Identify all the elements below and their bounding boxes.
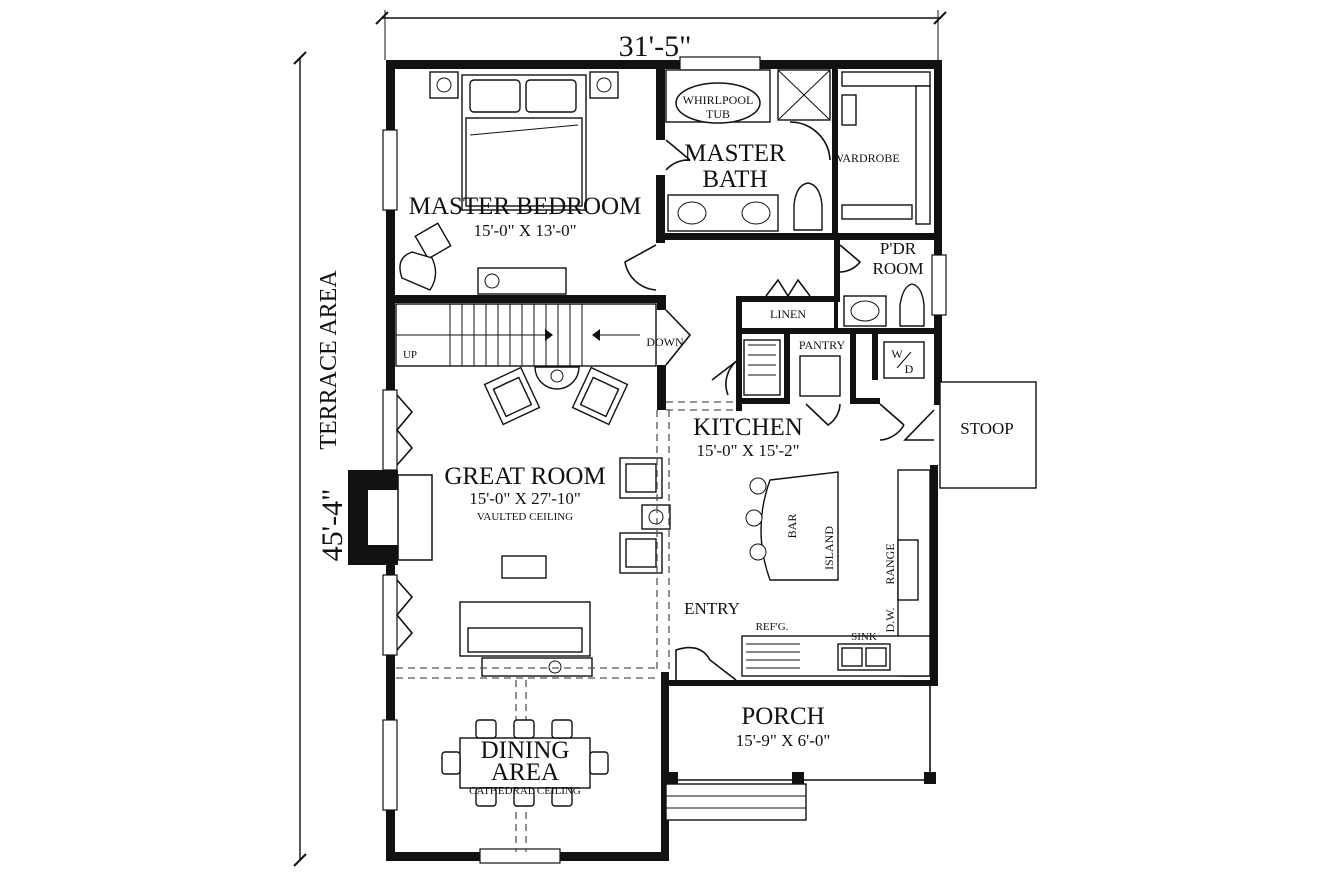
dw-label: D.W. bbox=[883, 608, 897, 633]
refg-label: REF'G. bbox=[756, 621, 789, 633]
pantry-label: PANTRY bbox=[799, 338, 846, 352]
depth-dimension: 45'-4" bbox=[293, 51, 349, 867]
wardrobe-label: WARDROBE bbox=[832, 151, 899, 165]
stair-up-label: UP bbox=[403, 349, 417, 361]
whirlpool-label-1: WHIRLPOOL bbox=[683, 93, 754, 107]
powder-window bbox=[931, 254, 947, 316]
bedroom-door bbox=[624, 244, 657, 291]
powder-room: P'DR ROOM bbox=[839, 239, 925, 327]
great-room: GREAT ROOM 15'-0" X 27'-10" VAULTED CEIL… bbox=[444, 366, 671, 677]
stoop-label: STOOP bbox=[960, 419, 1014, 438]
kitchen-name: KITCHEN bbox=[693, 414, 803, 441]
width-dimension: 31'-5" bbox=[375, 10, 947, 63]
master-bath-name-1: MASTER bbox=[684, 140, 786, 167]
entry-label: ENTRY bbox=[684, 599, 740, 618]
sink-label: SINK bbox=[851, 631, 877, 643]
utility-block: LINEN PANTRY W D bbox=[711, 278, 935, 441]
dining-label-2: AREA bbox=[491, 759, 559, 786]
master-bedroom-name: MASTER BEDROOM bbox=[409, 193, 642, 220]
stoop: STOOP bbox=[939, 381, 1037, 489]
master-bedroom: MASTER BEDROOM 15'-0" X 13'-0" bbox=[399, 71, 642, 295]
wardrobe: WARDROBE bbox=[832, 71, 931, 225]
depth-dimension-label: 45'-4" bbox=[316, 489, 349, 562]
whirlpool-label-2: TUB bbox=[706, 107, 730, 121]
staircase: UP DOWN bbox=[395, 303, 692, 367]
dryer-label: D bbox=[905, 362, 914, 376]
bar-label: BAR bbox=[785, 514, 799, 539]
washer-label: W bbox=[891, 347, 903, 361]
master-bath: WHIRLPOOL TUB MASTER BATH bbox=[665, 69, 831, 232]
terrace-area-label: TERRACE AREA bbox=[316, 270, 342, 450]
porch-size: 15'-9" X 6'-0" bbox=[736, 731, 831, 750]
entry: ENTRY bbox=[675, 599, 740, 681]
kitchen: BAR ISLAND RANGE D.W. REF'G. SINK KITCHE… bbox=[693, 414, 931, 677]
master-bedroom-size: 15'-0" X 13'-0" bbox=[473, 221, 576, 240]
range-label: RANGE bbox=[883, 543, 897, 584]
interior-walls bbox=[386, 60, 942, 411]
great-room-name: GREAT ROOM bbox=[444, 463, 605, 490]
porch-name: PORCH bbox=[741, 703, 824, 730]
dining-area: DINING AREA CATHEDRAL CEILING bbox=[441, 719, 609, 807]
powder-label-2: ROOM bbox=[872, 259, 923, 278]
linen-label: LINEN bbox=[770, 307, 806, 321]
island-label: ISLAND bbox=[822, 526, 836, 570]
powder-label-1: P'DR bbox=[880, 239, 917, 258]
dining-window bbox=[479, 848, 561, 864]
master-bath-name-2: BATH bbox=[702, 166, 767, 193]
dining-label-1: DINING bbox=[481, 737, 570, 764]
fireplace bbox=[348, 470, 433, 565]
width-dimension-label: 31'-5" bbox=[619, 30, 692, 63]
left-windows bbox=[382, 129, 414, 811]
great-room-size: 15'-0" X 27'-10" bbox=[469, 489, 581, 508]
kitchen-size: 15'-0" X 15'-2" bbox=[696, 441, 799, 460]
porch: PORCH 15'-9" X 6'-0" bbox=[665, 686, 936, 821]
stair-down-label: DOWN bbox=[646, 335, 684, 349]
bath-window bbox=[679, 56, 761, 72]
great-room-note: VAULTED CEILING bbox=[477, 511, 573, 523]
dining-note: CATHEDRAL CEILING bbox=[469, 785, 581, 797]
